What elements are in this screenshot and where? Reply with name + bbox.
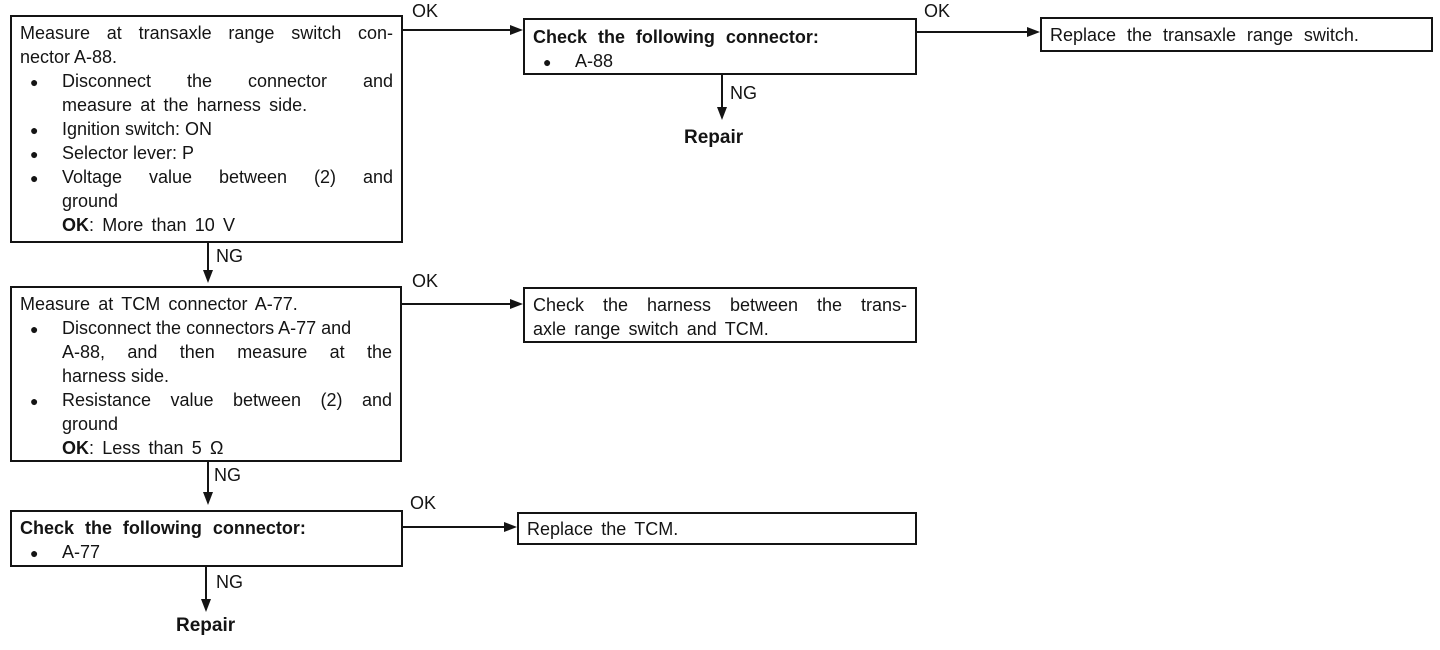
bullet-line: A-88 (533, 49, 907, 74)
arrow-ok-step2-line (402, 303, 514, 305)
bullet-line: Disconnect the connector and (20, 69, 393, 94)
bullet-continuation-line: A-88, and then measure at the (62, 342, 392, 362)
node-title-line: nector A-88. (20, 47, 118, 67)
bullet-line: Selector lever: P (20, 141, 393, 166)
arrow-ok-checka88-line (917, 31, 1030, 33)
arrow-ng-step3-head-icon (201, 599, 211, 612)
arrow-ng-step1-line (207, 243, 209, 272)
node-title-line: axle range switch and TCM. (533, 319, 769, 339)
ok-condition-value: : More than 10 V (89, 215, 236, 235)
ok-condition-line: OK: More than 10 V (20, 213, 393, 237)
arrow-ng-checka88-head-icon (717, 107, 727, 120)
node-measure-range-switch: Measure at transaxle range switch con- n… (10, 15, 403, 243)
repair-terminal: Repair (684, 127, 744, 148)
node-title-line: Check the following connector: (20, 518, 306, 538)
ng-label: NG (216, 572, 243, 592)
bullet-line: Ignition switch: ON (20, 117, 393, 142)
node-title-line: Measure at TCM connector A-77. (20, 294, 298, 314)
arrow-ng-step2-line (207, 462, 209, 494)
arrow-ng-step2-head-icon (203, 492, 213, 505)
arrow-ng-checka88-line (721, 75, 723, 109)
bullet-continuation-line: ground (62, 414, 119, 434)
ng-label: NG (730, 83, 757, 103)
bullet-continuation-line: ground (62, 191, 119, 211)
ok-condition-line: OK: Less than 5 Ω (20, 436, 392, 460)
arrow-ok-step2-head-icon (510, 299, 523, 309)
ok-label: OK (412, 1, 439, 21)
node-title-line: Check the harness between the trans- (533, 295, 907, 315)
bullet-line: A-77 (20, 540, 393, 565)
bullet-continuation-line: harness side. (62, 366, 170, 386)
node-check-harness: Check the harness between the trans- axl… (523, 287, 917, 343)
ng-label: NG (216, 246, 243, 266)
bullet-line: Resistance value between (2) and (20, 388, 392, 413)
node-title-line: Measure at transaxle range switch con- (20, 23, 393, 43)
bullet-line: Voltage value between (2) and (20, 165, 393, 190)
ok-condition-value: : Less than 5 Ω (89, 438, 224, 458)
node-title-line: Replace the TCM. (527, 519, 679, 539)
node-title-line: Replace the transaxle range switch. (1050, 25, 1359, 45)
node-title-line: Check the following connector: (533, 27, 819, 47)
ok-label: OK (924, 1, 951, 21)
arrow-ok-step1-line (403, 29, 513, 31)
bullet-continuation-line: measure at the harness side. (62, 95, 308, 115)
ok-label: OK (410, 493, 437, 513)
node-replace-tcm: Replace the TCM. (517, 512, 917, 545)
arrow-ng-step3-line (205, 567, 207, 601)
node-check-connector-a88: Check the following connector: A-88 (523, 18, 917, 75)
node-replace-range-switch: Replace the transaxle range switch. (1040, 17, 1433, 52)
arrow-ok-step3-head-icon (504, 522, 517, 532)
arrow-ok-step3-line (403, 526, 508, 528)
bullet-line: Disconnect the connectors A-77 and (20, 316, 392, 341)
arrow-ok-step1-head-icon (510, 25, 523, 35)
repair-terminal: Repair (176, 615, 236, 636)
arrow-ok-checka88-head-icon (1027, 27, 1040, 37)
ok-condition-label: OK (62, 438, 89, 458)
node-check-connector-a77: Check the following connector: A-77 (10, 510, 403, 567)
node-measure-tcm: Measure at TCM connector A-77. Disconnec… (10, 286, 402, 462)
ok-condition-label: OK (62, 215, 89, 235)
arrow-ng-step1-head-icon (203, 270, 213, 283)
ok-label: OK (412, 271, 439, 291)
ng-label: NG (214, 465, 241, 485)
